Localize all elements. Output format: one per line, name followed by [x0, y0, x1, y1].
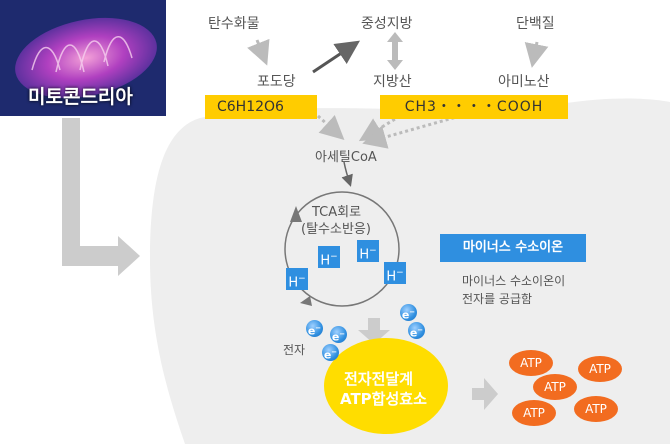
atp-molecule: ATP	[574, 396, 618, 422]
atp-molecule: ATP	[578, 356, 622, 382]
mito-label: 미토콘드리아	[28, 86, 133, 108]
h-ion: H−	[357, 240, 379, 262]
zoom-arrow	[62, 118, 140, 276]
electron: e−	[330, 326, 347, 344]
tca-title: TCA회로	[312, 205, 362, 220]
h-ion: H−	[384, 262, 406, 284]
atp-molecule: ATP	[533, 374, 577, 400]
glucose-label: 포도당	[257, 74, 296, 90]
tca-subtitle: (탈수소반응)	[301, 222, 371, 237]
minus-hydrogen-desc-line2: 전자를 공급함	[462, 292, 533, 306]
electron: e−	[322, 344, 339, 362]
etc-ellipse	[324, 338, 448, 434]
atp-molecule: ATP	[509, 350, 553, 376]
protein-label: 단백질	[516, 16, 555, 32]
electron: e−	[400, 304, 417, 322]
atp-molecule: ATP	[512, 400, 556, 426]
tca-cycle	[284, 191, 400, 307]
minus-hydrogen-badge: 마이너스 수소이온	[440, 234, 586, 262]
to-etc-arrow	[358, 318, 390, 344]
amino-acid-label: 아미노산	[498, 74, 550, 90]
fatty-formula: CH3・・・・COOH	[380, 95, 568, 119]
glucose-formula: C6H12O6	[205, 95, 317, 119]
acetyl-coa-label: 아세틸CoA	[315, 150, 377, 165]
minus-hydrogen-desc-line1: 마이너스 수소이온이	[462, 274, 566, 288]
h-ion: H−	[318, 246, 340, 268]
etc-line2: ATP합성효소	[340, 390, 427, 408]
carb-label: 탄수화물	[208, 16, 260, 32]
to-atp-arrow	[472, 378, 498, 410]
fatty-acid-label: 지방산	[373, 74, 412, 90]
electron: e−	[408, 322, 425, 340]
electron-label: 전자	[283, 343, 306, 357]
etc-line1: 전자전달계	[344, 370, 414, 388]
h-ion: H−	[286, 268, 308, 290]
electron: e−	[306, 320, 323, 338]
fat-label: 중성지방	[361, 16, 413, 32]
